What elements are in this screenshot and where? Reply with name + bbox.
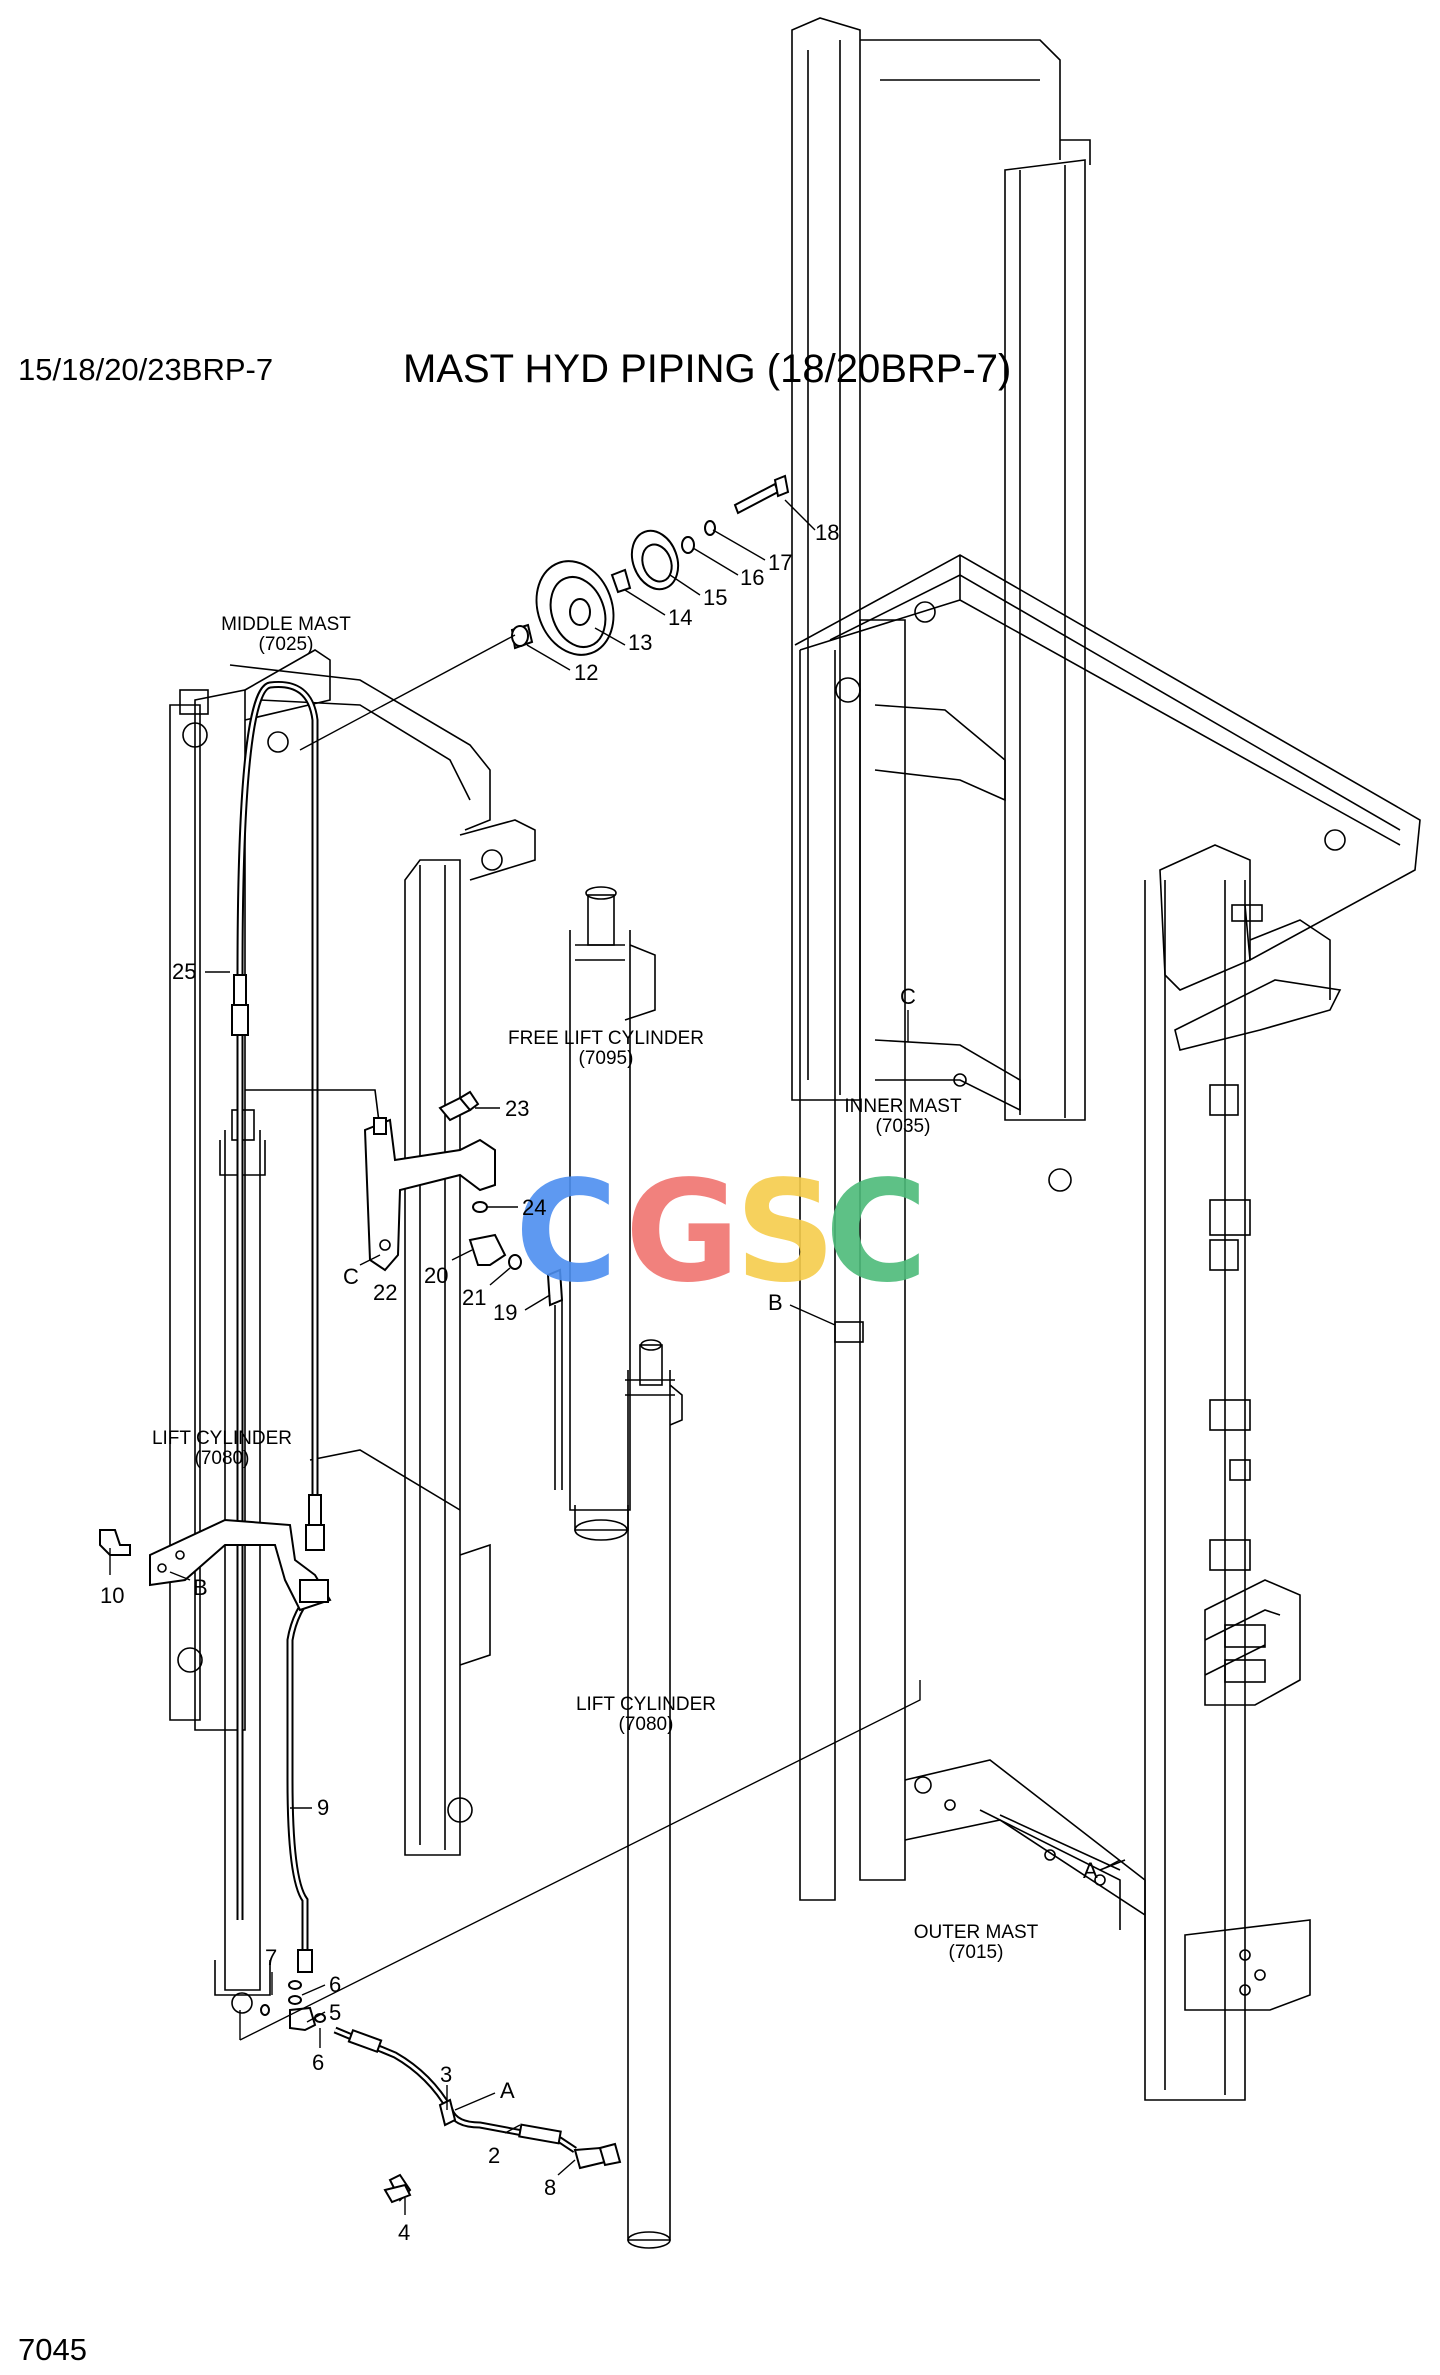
ref-line-a-right: [1104, 1859, 1121, 1869]
diagram-title: MAST HYD PIPING (18/20BRP-7): [403, 347, 1011, 391]
free-lift-cylinder-ref: (7095): [579, 1048, 634, 1069]
ref-letter-a-outer-mast: A: [1083, 1858, 1098, 1883]
watermark-letter-c1: C: [515, 1151, 618, 1314]
callout-21: 21: [462, 1285, 486, 1310]
callout-20: 20: [424, 1263, 448, 1288]
callout-19: 19: [493, 1300, 517, 1325]
callout-24: 24: [522, 1195, 546, 1220]
middle-mast-label: MIDDLE MAST: [221, 614, 351, 635]
hose-loop-25: [231, 680, 325, 1920]
ref-line-a: [239, 1680, 921, 2041]
callout-10: 10: [100, 1583, 124, 1608]
ref-letter-a-hose: A: [500, 2078, 515, 2103]
lift-cylinder-center-ref: (7080): [619, 1714, 674, 1735]
callout-4: 4: [398, 2220, 410, 2245]
bracket-10: [99, 1518, 332, 1612]
bottom-fittings: [260, 1980, 622, 2204]
ref-letter-c-block: C: [343, 1264, 359, 1289]
callout-9: 9: [317, 1795, 329, 1820]
callout-25: 25: [172, 959, 196, 984]
inner-mast-ref: (7035): [876, 1116, 931, 1137]
outer-mast-ref: (7015): [949, 1942, 1004, 1963]
lift-cylinder-left-ref: (7080): [195, 1448, 250, 1469]
hose-route-line: [245, 1089, 381, 1131]
block-22-assembly: [363, 1090, 564, 1490]
callout-16: 16: [740, 565, 764, 590]
callout-12: 12: [574, 660, 598, 685]
free-lift-cylinder: [569, 886, 656, 1541]
free-lift-cylinder-label: FREE LIFT CYLINDER: [508, 1028, 704, 1049]
pipe-9: [286, 1587, 318, 1973]
lift-cylinder-center-label: LIFT CYLINDER: [576, 1694, 716, 1715]
outer-mast-label: OUTER MAST: [914, 1922, 1039, 1943]
hose-2-3: [333, 2026, 577, 2153]
callout-6-lower: 6: [312, 2050, 324, 2075]
callout-23: 23: [505, 1096, 529, 1121]
callout-13: 13: [628, 630, 652, 655]
callout-18: 18: [815, 520, 839, 545]
watermark-letter-c2: C: [825, 1151, 928, 1314]
callout-15: 15: [703, 585, 727, 610]
callout-3: 3: [440, 2062, 452, 2087]
ref-letter-b-outer-mast: B: [768, 1290, 783, 1315]
callout-8: 8: [544, 2175, 556, 2200]
callout-2: 2: [488, 2143, 500, 2168]
callout-5: 5: [329, 2000, 341, 2025]
watermark-letter-s: S: [735, 1151, 836, 1314]
center-lift-cylinder: [625, 1339, 683, 2249]
reference-letters: A A B B C C: [169, 984, 1098, 2111]
sheave-assembly: [510, 474, 790, 656]
middle-mast-frame: [169, 649, 536, 1856]
outer-mast-frame: [791, 17, 1421, 2101]
ref-letter-b-bracket: B: [193, 1575, 208, 1600]
inner-mast-label: INNER MAST: [844, 1096, 962, 1117]
lift-cylinder-left-label: LIFT CYLINDER: [152, 1428, 292, 1449]
model-code: 15/18/20/23BRP-7: [18, 352, 273, 387]
ref-letter-c-inner-mast: C: [900, 984, 916, 1009]
cgsc-watermark: C G S C: [515, 1151, 928, 1314]
callout-22: 22: [373, 1280, 397, 1305]
callout-6-upper: 6: [329, 1972, 341, 1997]
callout-14: 14: [668, 605, 692, 630]
watermark-letter-g: G: [625, 1151, 740, 1314]
page-number: 7045: [18, 2332, 87, 2367]
middle-mast-ref: (7025): [259, 634, 314, 655]
callouts: 18 17 16 15 14 13 12 25 23 24 22 20 21 1…: [100, 499, 839, 2245]
sheave-ref-line: [299, 634, 516, 751]
callout-7: 7: [265, 1945, 277, 1970]
callout-17: 17: [768, 550, 792, 575]
